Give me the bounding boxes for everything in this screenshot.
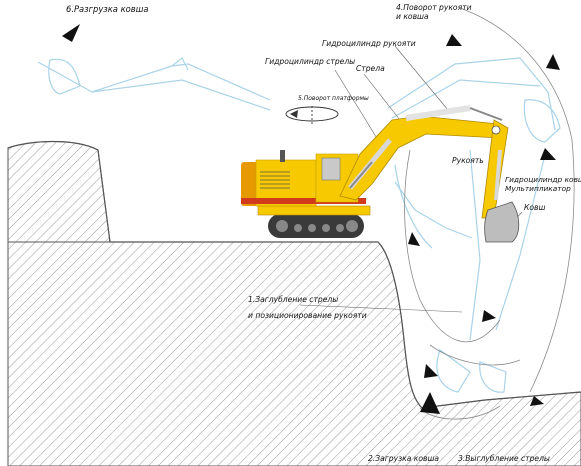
label-step5: 5.Поворот платформы <box>298 95 369 102</box>
cab-window <box>321 157 341 181</box>
bucket-cylinder <box>494 149 502 201</box>
label-boom: Стрела <box>356 64 385 73</box>
arrow-raise-arm-icon <box>446 34 462 46</box>
label-step4-line2: и ковша <box>396 12 429 21</box>
leader-boom-cylinder <box>334 69 379 141</box>
engine-grille <box>260 171 290 189</box>
boom-arm-pin <box>491 125 501 135</box>
label-bucket-cylinder-line2: Мультипликатор <box>505 184 571 193</box>
ghost-unload-bucket <box>48 58 81 95</box>
track-rollers <box>276 220 358 232</box>
label-bucket-cylinder-line1: Гидроцилиндр ковша. <box>505 175 581 184</box>
arrow-left-descend-icon <box>408 232 420 246</box>
label-boom-cylinder: Гидроцилиндр стрелы <box>265 57 355 66</box>
direction-arrows <box>62 24 560 414</box>
arc-outer <box>459 7 575 393</box>
arrow-raise-right-icon <box>530 396 544 406</box>
label-step2: 2.Загрузка ковша <box>368 454 439 463</box>
ghost-dig-bucket-1 <box>436 349 471 393</box>
ghost-raised-boom-lower <box>391 79 541 119</box>
arrow-right-arm-icon <box>540 148 556 160</box>
label-step1-line1: 1.Заглубление стрелы <box>248 295 338 304</box>
label-arm-cylinder: Гидроцилиндр рукояти <box>322 39 416 48</box>
ghost-dig-arm-1 <box>469 149 481 341</box>
arrow-dig-icon <box>482 310 496 322</box>
ghost-raised-bucket <box>523 99 561 143</box>
arrow-load-icon <box>424 364 438 378</box>
leader-lines <box>299 45 523 313</box>
ghost-raised-arm <box>547 91 556 131</box>
ghost-dig-arm-2 <box>495 154 546 331</box>
arm-cylinder-rod <box>469 107 503 121</box>
rotation-icon <box>285 106 339 124</box>
label-step3: 3.Выглубление стрелы <box>458 454 550 463</box>
label-bucket: Ковш <box>524 203 546 212</box>
arc-inner <box>429 344 521 366</box>
label-step4-line1: 4.Поворот рукояти <box>396 3 472 12</box>
arc-middle <box>404 149 501 343</box>
leader-step1 <box>299 304 463 313</box>
label-step1-line2: и позиционирование рукояти <box>248 311 367 320</box>
arrow-unload-icon <box>62 24 80 42</box>
bucket <box>484 201 520 243</box>
excavator <box>241 105 520 243</box>
leader-boom <box>363 73 401 121</box>
label-step6: 6.Разгрузка ковша <box>66 4 149 14</box>
counterweight <box>241 162 259 206</box>
exhaust-stack <box>280 150 285 162</box>
arm-cylinder <box>405 105 471 121</box>
ghost-left-boom <box>394 164 433 249</box>
leader-arm-cylinder <box>394 45 449 111</box>
arrow-lift-icon <box>420 392 440 414</box>
ghost-unload-boom-lower <box>91 79 271 111</box>
boom-cylinder-rod <box>349 161 373 189</box>
ground-surface-line <box>7 140 581 409</box>
track-frame <box>257 205 371 216</box>
body-stripe <box>241 198 366 204</box>
arrow-outer-top-icon <box>546 54 560 70</box>
ghost-raised-boom <box>387 57 549 109</box>
ghost-dig-bucket-2 <box>479 361 507 393</box>
soil-mound <box>7 141 111 243</box>
label-arm: Рукоять <box>452 156 484 165</box>
ghost-unload-arm <box>171 57 189 71</box>
